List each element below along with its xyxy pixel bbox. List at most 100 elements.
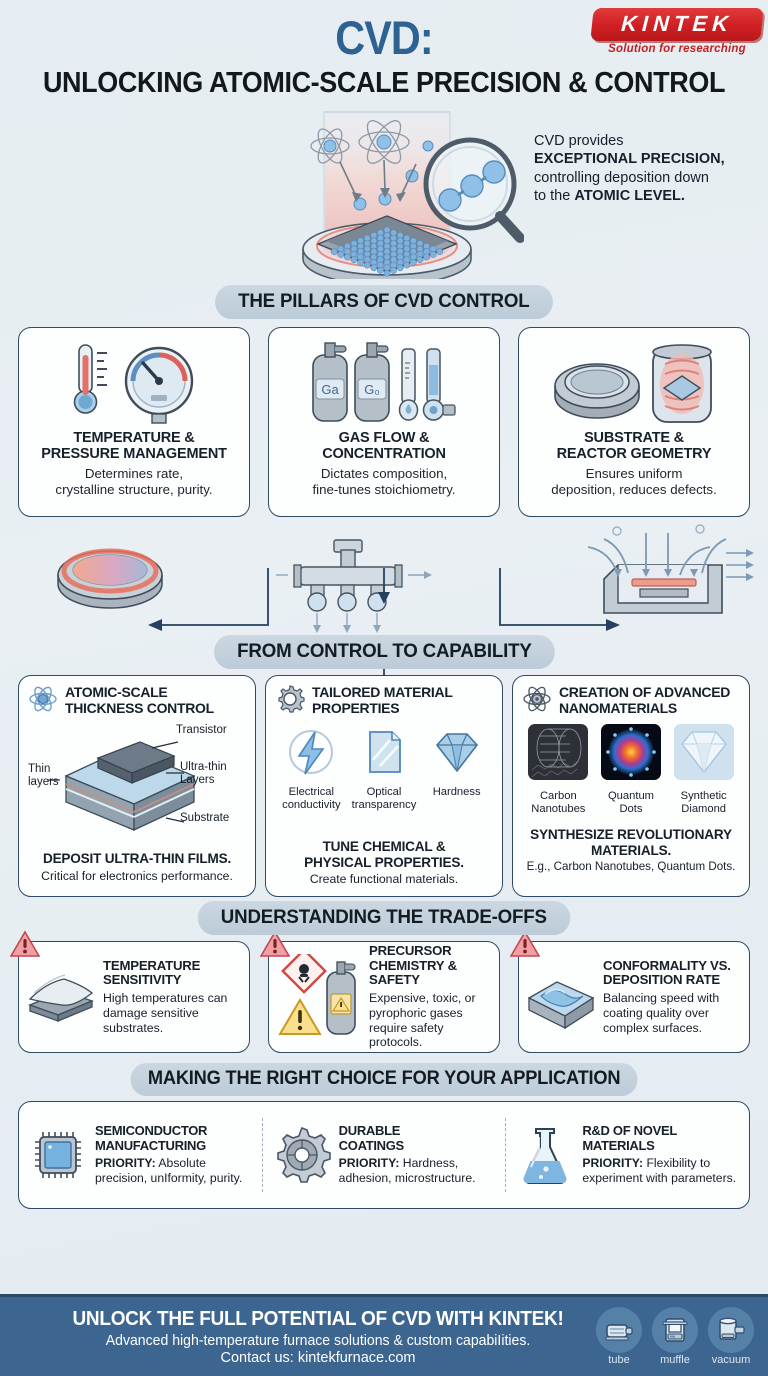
- footer-text: UNLOCK THE FULL POTENTIAL OF CVD WITH KI…: [0, 1308, 596, 1366]
- thin-film-stack-diagram: Transistor Ultra-thin Layers Thin layers…: [28, 716, 246, 844]
- priority-label: PRIORITY:: [95, 1156, 156, 1171]
- tradeoff-desc: Balancing speed with coating quality ove…: [603, 991, 720, 1035]
- muffle-furnace-icon: [652, 1307, 698, 1353]
- header: CVD: UNLOCKING ATOMIC-SCALE PRECISION & …: [0, 0, 768, 98]
- hazard-cylinder-icons: [273, 954, 365, 1040]
- footer-icon-vacuum[interactable]: vacuum: [708, 1307, 754, 1366]
- capability-card-nanomaterials[interactable]: CREATION OF ADVANCED NANOMATERIALS: [512, 675, 750, 897]
- pillar-desc-line2: deposition, reduces defects.: [551, 482, 717, 498]
- footer-headline: UNLOCK THE FULL POTENTIAL OF CVD WITH KI…: [72, 1307, 564, 1330]
- tradeoff-card-temperature[interactable]: TEMPERATURE SENSITIVITY High temperature…: [10, 930, 250, 1053]
- hero-line-3: controlling deposition down: [534, 169, 709, 186]
- priority-text: Absolute precision, unIformity, purity.: [95, 1156, 243, 1186]
- pillar-title-line2: REACTOR GEOMETRY: [556, 446, 712, 463]
- pillar-card-temperature[interactable]: TEMPERATURE & PRESSURE MANAGEMENT Determ…: [18, 327, 250, 517]
- carbon-nanotube-thumb: [528, 724, 589, 781]
- application-priority: PRIORITY: Absolute precision, unIformity…: [95, 1156, 254, 1185]
- atom-icon: [29, 686, 57, 712]
- page-title: CVD:: [335, 11, 433, 64]
- warped-substrate-icon: [23, 965, 99, 1029]
- heated-wafer-icon: [57, 548, 163, 609]
- capability-title-line1: TAILORED MATERIAL: [312, 684, 453, 700]
- pillar-desc: Dictates composition, fine-tunes stoichi…: [277, 466, 491, 498]
- capability-band-wrap: FROM CONTROL TO CAPABILITY: [0, 635, 768, 669]
- tradeoffs-row: TEMPERATURE SENSITIVITY High temperature…: [0, 930, 768, 1053]
- pillar-card-substrate[interactable]: SUBSTRATE & REACTOR GEOMETRY Ensures uni…: [518, 327, 750, 517]
- substrate-reactor-illustration: [527, 336, 741, 428]
- applications-band-wrap: MAKING THE RIGHT CHOICE FOR YOUR APPLICA…: [0, 1063, 768, 1097]
- hero-line-1: CVD provides: [534, 133, 624, 149]
- hero-line-4-bold: ATOMIC LEVEL.: [574, 188, 685, 205]
- applications-row: SEMICONDUCTOR MANUFACTURING PRIORITY: Ab…: [18, 1101, 750, 1209]
- footer-icon-tube[interactable]: tube: [596, 1307, 642, 1366]
- capability-card-thickness[interactable]: ATOMIC-SCALE THICKNESS CONTROL: [18, 675, 256, 897]
- property-optical: Optical transparency: [349, 726, 419, 811]
- application-title: R&D OF NOVEL MATERIALS: [582, 1123, 677, 1153]
- section-band-tradeoffs: UNDERSTANDING THE TRADE-OFFS: [197, 901, 571, 935]
- pillar-desc-line1: Dictates composition,: [320, 466, 448, 482]
- section-band-applications: MAKING THE RIGHT CHOICE FOR YOUR APPLICA…: [130, 1063, 638, 1096]
- page-subtitle: UNLOCKING ATOMIC-SCALE PRECISION & CONTR…: [42, 67, 726, 99]
- application-text: R&D OF NOVEL MATERIALS PRIORITY: Flexibi…: [582, 1123, 741, 1186]
- tube-furnace-icon: [596, 1307, 642, 1353]
- diamond-icon: [435, 733, 478, 773]
- application-semiconductor[interactable]: SEMICONDUCTOR MANUFACTURING PRIORITY: Ab…: [19, 1124, 262, 1185]
- footer-icon-label: vacuum: [711, 1354, 751, 1366]
- capability-head: ATOMIC-SCALE THICKNESS CONTROL: [28, 684, 246, 716]
- pillar-card-gas-flow[interactable]: Ga G₀: [268, 327, 500, 517]
- pillar-desc-line2: fine-tunes stoichiometry.: [312, 482, 456, 498]
- process-flow-row: [0, 517, 768, 635]
- capability-card-tailored[interactable]: TAILORED MATERIAL PROPERTIES Electrical …: [265, 675, 503, 897]
- nanomaterial-label: Synthetic Diamond: [680, 790, 727, 815]
- pillar-title-line2: CONCENTRATION: [322, 446, 446, 463]
- cylinder-label-2: G₀: [364, 382, 380, 397]
- tradeoff-title: TEMPERATURE SENSITIVITY: [103, 957, 201, 988]
- label-ultra-thin: Ultra-thin Layers: [180, 761, 227, 786]
- footer-icon-muffle[interactable]: muffle: [652, 1307, 698, 1366]
- pillar-desc: Determines rate, crystalline structure, …: [27, 466, 241, 498]
- footer-icon-label: muffle: [660, 1354, 690, 1366]
- capability-foot: SYNTHESIZE REVOLUTIONARY MATERIALS. E.g.…: [522, 827, 740, 873]
- application-text: DURABLE COATINGS PRIORITY: Hardness, adh…: [338, 1123, 498, 1186]
- capability-title: CREATION OF ADVANCED NANOMATERIALS: [559, 684, 730, 716]
- deposition-chamber-icon: [587, 524, 754, 614]
- gas-cylinders-flowmeter-illustration: Ga G₀: [277, 336, 491, 428]
- logo-tagline: Solution for researching: [608, 43, 746, 55]
- warning-triangle-icon: [260, 930, 290, 957]
- synthetic-diamond-thumb: [673, 724, 734, 781]
- property-electrical: Electrical conductivity: [276, 726, 346, 811]
- flask-icon: [514, 1125, 576, 1185]
- tradeoff-title: CONFORMALITY VS. DEPOSITION RATE: [603, 957, 731, 988]
- label-transistor: Transistor: [176, 724, 227, 737]
- kintek-logo: KINTEK Solution for researching: [590, 8, 764, 55]
- pillar-title: SUBSTRATE & REACTOR GEOMETRY: [527, 430, 741, 462]
- nanomaterial-thumbnails: Carbon Nanotubes: [522, 722, 740, 815]
- label-substrate: Substrate: [180, 812, 230, 825]
- application-rnd[interactable]: R&D OF NOVEL MATERIALS PRIORITY: Flexibi…: [506, 1124, 749, 1185]
- pillar-title-line1: GAS FLOW &: [338, 430, 430, 446]
- tradeoff-desc: High temperatures can damage sensitive s…: [103, 991, 228, 1035]
- cylinder-label-1: Ga: [321, 382, 339, 397]
- footer-contact[interactable]: Contact us: kintekfurnace.com: [220, 1349, 416, 1366]
- hero-section: CVD provides EXCEPTIONAL PRECISION, cont…: [0, 104, 768, 279]
- tradeoff-card-precursor[interactable]: PRECURSOR CHEMISTRY & SAFETY Expensive, …: [260, 930, 500, 1053]
- gas-manifold-icon: [276, 539, 432, 633]
- application-coatings[interactable]: DURABLE COATINGS PRIORITY: Hardness, adh…: [263, 1124, 506, 1185]
- gear-icon: [271, 1126, 333, 1184]
- capability-foot-sub: Critical for electronics performance.: [41, 868, 233, 883]
- capability-title: TAILORED MATERIAL PROPERTIES: [312, 684, 453, 716]
- capability-foot: DEPOSIT ULTRA-THIN FILMS. Critical for e…: [28, 851, 246, 883]
- property-icons: Electrical conductivity Optical tra: [275, 726, 493, 811]
- tradeoff-card-conformality[interactable]: CONFORMALITY VS. DEPOSITION RATE Balanci…: [510, 930, 750, 1053]
- pillar-title-line2: PRESSURE MANAGEMENT: [41, 446, 227, 463]
- capability-title-line1: CREATION OF ADVANCED: [559, 684, 731, 700]
- pillar-desc-line2: crystalline structure, purity.: [55, 482, 213, 498]
- tradeoff-text: PRECURSOR CHEMISTRY & SAFETY Expensive, …: [369, 943, 491, 1050]
- label-thin-layers: Thin layers: [28, 763, 59, 788]
- pillar-desc-line1: Ensures uniform: [585, 466, 683, 482]
- footer-icon-label: tube: [608, 1354, 630, 1366]
- capability-head: TAILORED MATERIAL PROPERTIES: [275, 684, 493, 716]
- application-title: DURABLE COATINGS: [338, 1123, 405, 1153]
- application-title: SEMICONDUCTOR MANUFACTURING: [95, 1123, 208, 1153]
- application-divider: [505, 1118, 507, 1192]
